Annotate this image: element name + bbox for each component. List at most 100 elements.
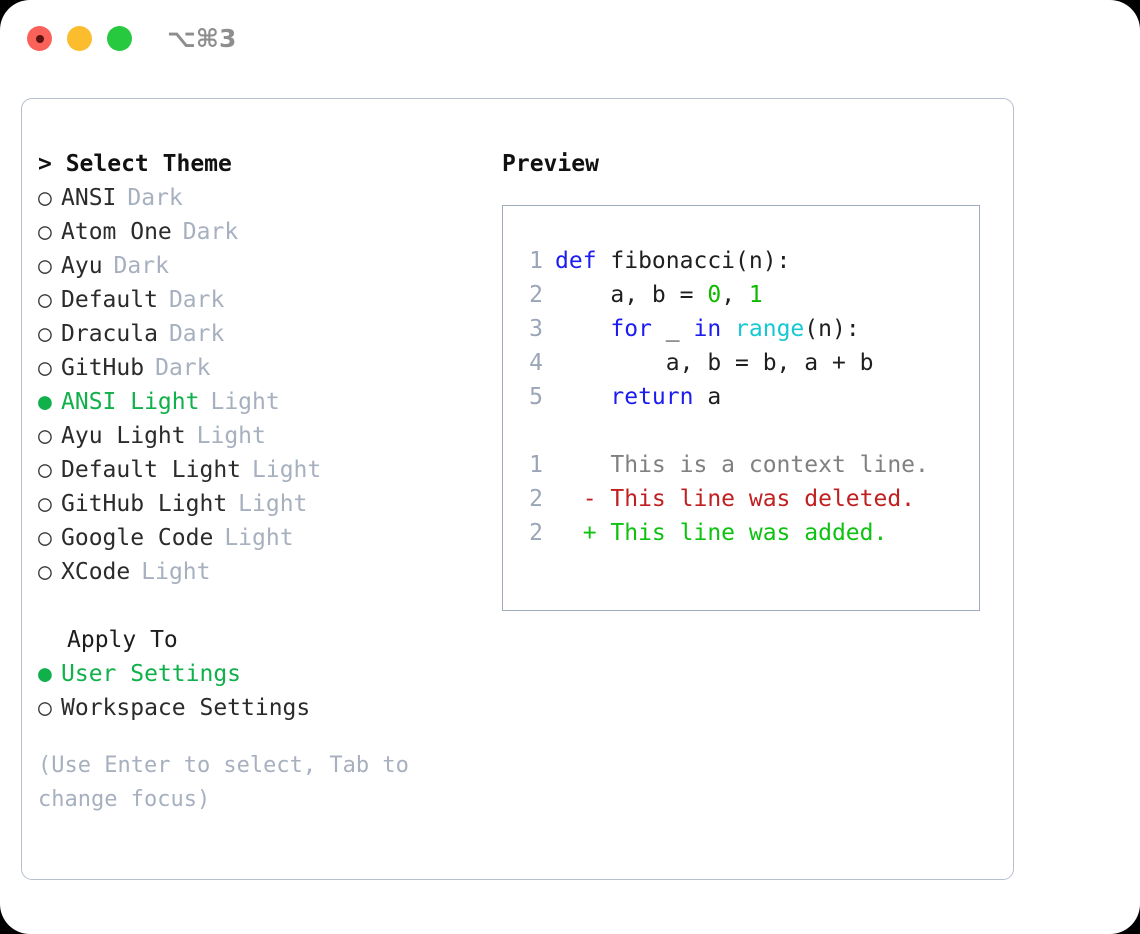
theme-option-variant-tag: Dark [127, 185, 183, 211]
radio-unselected-icon: ○ [38, 559, 52, 585]
maximize-icon[interactable] [107, 26, 132, 51]
code-token-kw: for [610, 316, 652, 342]
theme-option-variant-tag: Light [224, 525, 294, 551]
theme-option-dracula[interactable]: ○ Dracula Dark [38, 317, 498, 351]
line-number: 2 [529, 520, 543, 546]
select-theme-heading: > Select Theme [38, 151, 232, 177]
code-line-text: def fibonacci(n): [555, 244, 790, 278]
theme-option-name: Ayu [61, 253, 103, 279]
code-token-num: 1 [748, 282, 763, 308]
code-token-fn: range [735, 316, 805, 342]
diff-line-text: This line was added. [596, 520, 888, 546]
diff-line: 2 - This line was deleted. [513, 482, 973, 516]
code-token-plain: _ [651, 316, 694, 342]
radio-unselected-icon: ○ [38, 457, 52, 483]
theme-option-name: GitHub Light [61, 491, 228, 517]
title-bar: ⌥⌘3 [0, 0, 1140, 78]
theme-option-variant-tag: Light [252, 457, 322, 483]
radio-unselected-icon: ○ [38, 287, 52, 313]
theme-option-variant-tag: Dark [155, 355, 211, 381]
code-token-kw: def [555, 248, 611, 274]
theme-option-variant-tag: Dark [182, 219, 239, 245]
radio-selected-icon: ● [38, 661, 52, 687]
theme-option-name: ANSI [61, 185, 117, 211]
theme-option-name: Google Code [61, 525, 214, 551]
code-line-text: return a [555, 380, 721, 414]
apply-to-list[interactable]: ● User Settings ○Workspace Settings [38, 657, 498, 725]
code-line: 4 a, b = b, a + b [513, 346, 973, 380]
diff-marker: - [555, 486, 597, 512]
close-icon[interactable] [27, 26, 52, 51]
radio-unselected-icon: ○ [38, 253, 52, 279]
line-number: 3 [529, 316, 543, 342]
code-token-plain: (n): [804, 316, 860, 342]
code-line-text: a, b = b, a + b [555, 346, 874, 380]
radio-unselected-icon: ○ [38, 423, 52, 449]
code-diff-gap [513, 414, 973, 448]
code-token-plain: a, b = [555, 282, 708, 308]
theme-option-name: Dracula [61, 321, 158, 347]
code-token-plain [555, 316, 610, 342]
theme-option-variant-tag: Dark [113, 253, 169, 279]
diff-line: 2 + This line was added. [513, 516, 973, 550]
theme-option-name: GitHub [61, 355, 145, 381]
preview-heading: Preview [502, 151, 599, 177]
apply-to-option-user-settings[interactable]: ● User Settings [38, 657, 498, 691]
code-token-plain: a, b = b, a + b [555, 350, 874, 376]
apply-to-option-name: Workspace Settings [61, 695, 311, 721]
line-number: 2 [529, 486, 543, 512]
theme-option-github-light[interactable]: ○ GitHub Light Light [38, 487, 498, 521]
code-line: 2 a, b = 0, 1 [513, 278, 973, 312]
radio-unselected-icon: ○ [38, 355, 52, 381]
apply-to-option-name: User Settings [61, 661, 242, 687]
code-token-plain: , [721, 282, 749, 308]
diff-line: 1 This is a context line. [513, 448, 973, 482]
theme-option-variant-tag: Dark [168, 287, 225, 313]
radio-unselected-icon: ○ [38, 491, 52, 517]
code-token-kw: return [610, 384, 694, 410]
theme-option-ayu-light[interactable]: ○ Ayu Light Light [38, 419, 498, 453]
radio-unselected-icon: ○ [38, 525, 52, 551]
theme-option-default-light[interactable]: ○ Default Light Light [38, 453, 498, 487]
diff-line-text: This line was deleted. [596, 486, 916, 512]
diff-sample: 1 This is a context line.2 - This line w… [513, 448, 973, 550]
theme-option-name: Default Light [61, 457, 242, 483]
theme-option-variant-tag: Light [238, 491, 308, 517]
code-line-text: for _ in range(n): [555, 312, 860, 346]
code-token-plain [721, 316, 735, 342]
keyboard-shortcut-label: ⌥⌘3 [167, 24, 237, 53]
code-line: 5 return a [513, 380, 973, 414]
radio-unselected-icon: ○ [38, 321, 52, 347]
code-token-plain: fibonacci(n): [610, 248, 791, 274]
code-line-text: a, b = 0, 1 [555, 278, 763, 312]
code-token-plain [555, 384, 610, 410]
theme-option-google-code[interactable]: ○ Google Code Light [38, 521, 498, 555]
traffic-light-buttons [27, 26, 132, 51]
diff-line-text: This is a context line. [596, 452, 929, 478]
theme-option-variant-tag: Dark [168, 321, 225, 347]
code-token-plain: a [693, 384, 722, 410]
theme-option-github[interactable]: ○ GitHub Dark [38, 351, 498, 385]
radio-selected-icon: ● [38, 389, 52, 415]
diff-marker [555, 448, 597, 482]
theme-option-variant-tag: Light [196, 423, 266, 449]
apply-to-option-workspace-settings[interactable]: ○Workspace Settings [38, 691, 498, 725]
line-number: 1 [529, 452, 543, 478]
theme-option-ayu[interactable]: ○ Ayu Dark [38, 249, 498, 283]
keyboard-hint-text: (Use Enter to select, Tab to change focu… [38, 753, 409, 812]
minimize-icon[interactable] [67, 26, 92, 51]
theme-option-name: Ayu Light [61, 423, 186, 449]
